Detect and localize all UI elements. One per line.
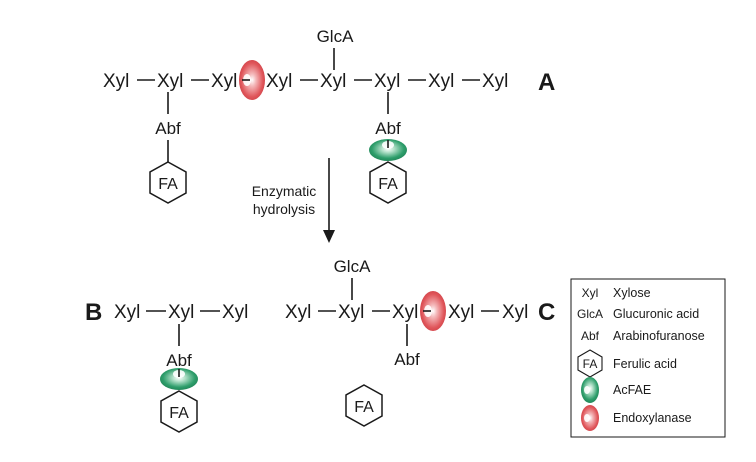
xyl-b2: Xyl <box>168 302 194 323</box>
panel-a: Xyl Xyl Xyl Xyl Xyl Xyl Xyl Xyl GlcA Abf… <box>103 27 555 204</box>
xyl-a8: Xyl <box>482 71 508 92</box>
legend-item-xylose: Xyl Xylose <box>582 286 651 300</box>
legend-item-glucuronic-acid: GlcA Glucuronic acid <box>577 307 699 321</box>
panel-label-a: A <box>538 69 555 96</box>
acfae-icon <box>369 139 407 161</box>
xyl-a6: Xyl <box>374 71 400 92</box>
svg-text:FA: FA <box>169 405 189 422</box>
xyl-c4: Xyl <box>448 302 474 323</box>
svg-text:GlcA: GlcA <box>577 307 603 321</box>
xyl-a2: Xyl <box>157 71 183 92</box>
xyl-a7: Xyl <box>428 71 454 92</box>
glca-c: GlcA <box>334 257 372 276</box>
svg-text:Xylose: Xylose <box>613 286 651 300</box>
svg-text:FA: FA <box>583 357 598 371</box>
hexagon-icon: FA <box>577 349 603 378</box>
arrow-label-line1: Enzymatic <box>252 183 317 199</box>
abf-b: Abf <box>166 351 192 370</box>
endoxylanase-icon <box>420 291 446 331</box>
ferulic-acid-hexagon-icon: FA <box>160 390 198 433</box>
svg-text:Xyl: Xyl <box>582 286 599 300</box>
endoxylanase-icon <box>239 60 265 100</box>
svg-text:AcFAE: AcFAE <box>613 383 651 397</box>
xyl-c1: Xyl <box>285 302 311 323</box>
svg-text:Ferulic acid: Ferulic acid <box>613 357 677 371</box>
legend: Xyl Xylose GlcA Glucuronic acid Abf Arab… <box>570 278 726 438</box>
green-enzyme-icon <box>581 377 599 403</box>
xyl-b3: Xyl <box>222 302 248 323</box>
legend-item-ferulic-acid: FA Ferulic acid <box>577 349 677 378</box>
abf-c: Abf <box>394 350 420 369</box>
svg-text:Arabinofuranose: Arabinofuranose <box>613 329 705 343</box>
panel-c: GlcA Xyl Xyl Xyl Xyl Xyl Abf FA C <box>285 257 555 427</box>
ferulic-acid-hexagon-icon: FA <box>149 161 187 204</box>
svg-text:FA: FA <box>158 176 178 193</box>
svg-text:Abf: Abf <box>581 329 600 343</box>
abf-a-left: Abf <box>155 119 181 138</box>
xyl-c2: Xyl <box>338 302 364 323</box>
red-enzyme-icon <box>581 405 599 431</box>
abf-a-right: Abf <box>375 119 401 138</box>
hydrolysis-arrow: Enzymatic hydrolysis <box>252 158 335 243</box>
legend-item-arabinofuranose: Abf Arabinofuranose <box>581 329 705 343</box>
xyl-a1: Xyl <box>103 71 129 92</box>
xyl-c3: Xyl <box>392 302 418 323</box>
panel-b: B Xyl Xyl Xyl Abf FA <box>85 299 248 433</box>
arrow-label-line2: hydrolysis <box>253 201 315 217</box>
ferulic-acid-hexagon-icon: FA <box>345 384 383 427</box>
svg-text:FA: FA <box>354 399 374 416</box>
xyl-a5: Xyl <box>320 71 346 92</box>
xyl-a4: Xyl <box>266 71 292 92</box>
svg-text:Glucuronic acid: Glucuronic acid <box>613 307 699 321</box>
ferulic-acid-hexagon-icon: FA <box>369 161 407 204</box>
legend-item-acfae: AcFAE <box>581 377 651 403</box>
svg-text:Endoxylanase: Endoxylanase <box>613 411 692 425</box>
svg-text:FA: FA <box>378 176 398 193</box>
acfae-icon <box>160 368 198 390</box>
panel-label-b: B <box>85 299 102 326</box>
panel-label-c: C <box>538 299 555 326</box>
xyl-a3: Xyl <box>211 71 237 92</box>
legend-item-endoxylanase: Endoxylanase <box>581 405 692 431</box>
glca-a: GlcA <box>317 27 355 46</box>
xyl-b1: Xyl <box>114 302 140 323</box>
xyl-c5: Xyl <box>502 302 528 323</box>
